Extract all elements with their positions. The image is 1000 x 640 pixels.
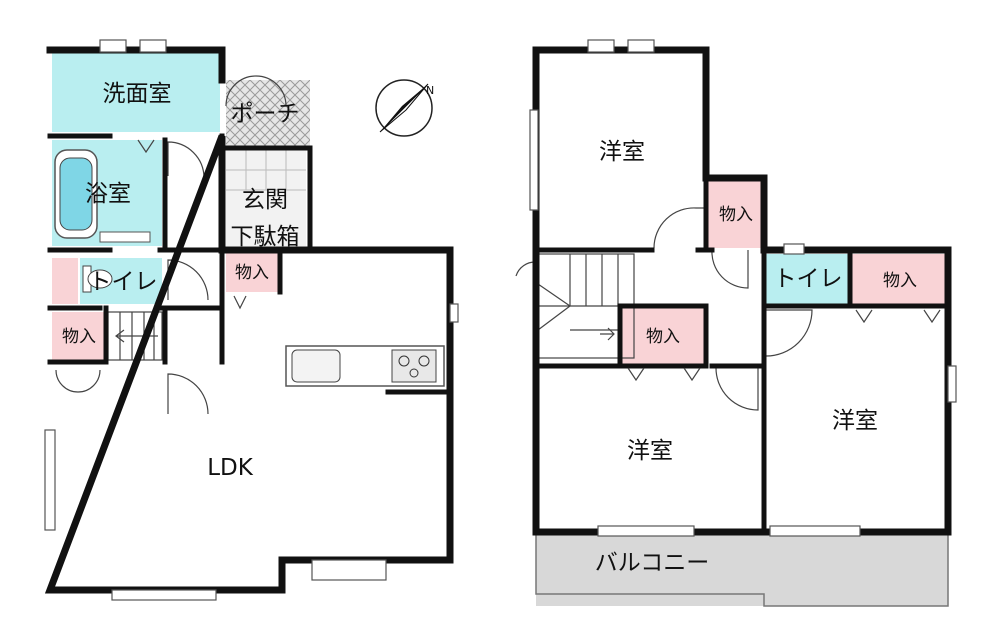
label-storage-top: 物入: [719, 205, 753, 225]
walls-1f-inner: [47, 133, 453, 395]
label-storage-stair: 物入: [62, 327, 96, 347]
label-balcony: バルコニー: [595, 550, 710, 576]
floor-1: 洗面室 浴室 ポーチ 玄関 下駄箱 物入 トイレ 物入 LDK: [44, 39, 459, 601]
label-toilet-2f: トイレ: [774, 266, 843, 292]
label-porch: ポーチ: [231, 101, 300, 127]
kitchen-stove: [391, 349, 437, 383]
walls-2f-inner: [533, 175, 951, 535]
storage-right-fill: [852, 254, 948, 306]
storage-entrance-fill: [226, 252, 278, 292]
bathtub-inner: [59, 157, 93, 231]
label-storage-center: 物入: [646, 327, 680, 347]
label-entrance: 玄関: [242, 187, 288, 213]
label-shoe-box: 下駄箱: [231, 224, 300, 250]
porch-fill: [226, 80, 310, 148]
entrance-tiles: [226, 150, 306, 191]
label-toilet-1f: トイレ: [89, 269, 158, 295]
toilet-2f-fill: [766, 254, 850, 306]
label-ldk: LDK: [207, 455, 254, 481]
storage-stair-fill: [52, 312, 106, 362]
label-storage-entrance: 物入: [235, 263, 269, 283]
closet-markers-2f: [137, 139, 941, 382]
label-storage-right: 物入: [883, 271, 917, 291]
label-western-bottom-right: 洋室: [832, 408, 878, 434]
balcony-outline: [535, 534, 949, 607]
bath-counter: [99, 231, 151, 243]
label-wash: 洗面室: [103, 81, 172, 107]
label-bath: 浴室: [85, 181, 131, 207]
label-western-top: 洋室: [599, 139, 645, 165]
toilet-bowl: [87, 269, 113, 289]
toilet-side-fill: [52, 258, 78, 304]
storage-top-fill: [708, 178, 764, 248]
door-swings-1f: [55, 75, 287, 415]
north-label: N: [426, 84, 434, 97]
floor-2: 洋室 物入 トイレ 物入 物入 洋室 洋室 バルコニー: [137, 39, 957, 607]
north-arrow: N: [375, 79, 434, 137]
windows-1f: [44, 39, 459, 601]
label-western-bottom-left: 洋室: [627, 438, 673, 464]
wash-room-fill: [52, 52, 220, 132]
kitchen-sink: [291, 349, 341, 383]
door-swings-2f: [515, 207, 813, 411]
windows-2f: [529, 39, 957, 537]
